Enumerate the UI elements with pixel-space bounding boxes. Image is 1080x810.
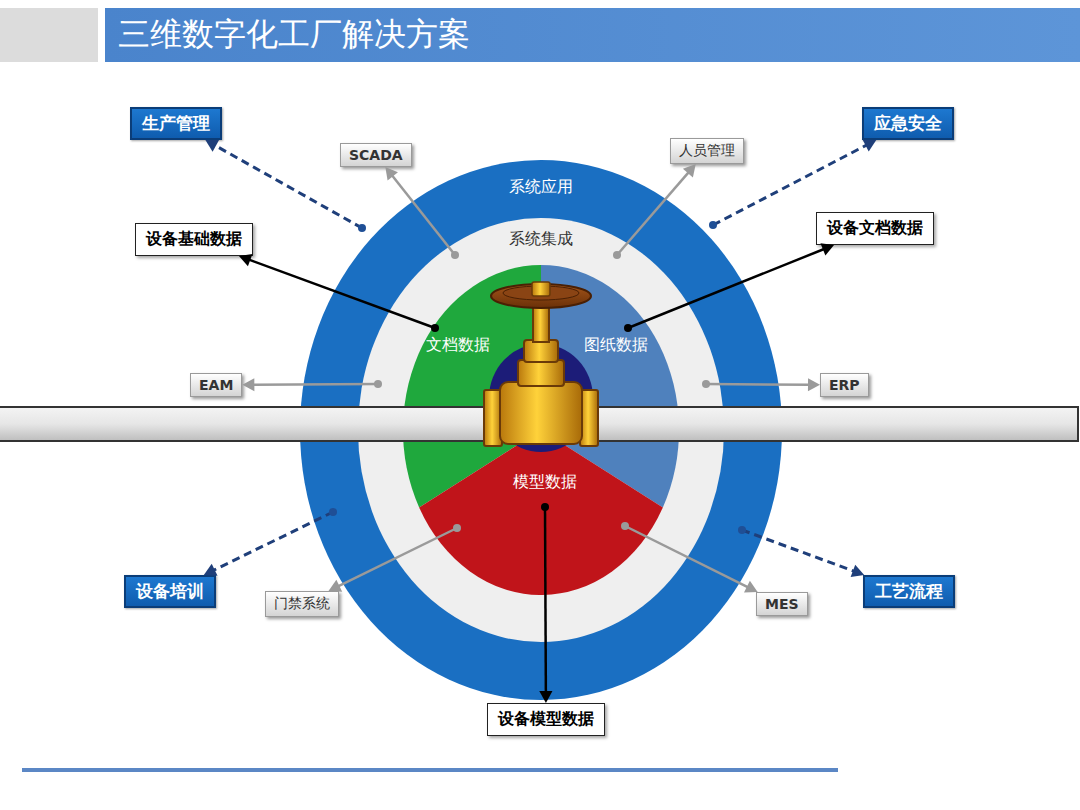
box-label: 设备模型数据 (498, 709, 594, 728)
arrow-head (539, 691, 552, 703)
ring-label: 系统集成 (509, 229, 573, 250)
connector-line (628, 249, 825, 328)
connector-line (706, 383, 810, 386)
ring-label: 系统应用 (509, 177, 573, 198)
connector-line (713, 145, 867, 225)
anchor-dot (541, 503, 549, 511)
connector (239, 254, 439, 332)
system-box: SCADA (340, 143, 412, 167)
ring-label: 图纸数据 (584, 335, 648, 356)
anchor-dot (374, 380, 382, 388)
ring-label: 模型数据 (513, 472, 577, 493)
connector-line (742, 530, 855, 572)
connector-line (337, 528, 457, 587)
box-label: 设备文档数据 (827, 218, 923, 237)
system-box: 人员管理 (670, 138, 744, 164)
sector-fill (419, 430, 663, 595)
connector (329, 524, 461, 592)
connector-line (617, 172, 689, 255)
data-callout: 设备基础数据 (135, 223, 253, 256)
application-box: 应急安全 (862, 107, 954, 140)
connector (242, 378, 382, 391)
connector-line (252, 383, 378, 386)
arrow-head (820, 243, 834, 255)
arrow-head (204, 564, 218, 576)
arrow-head (239, 254, 253, 266)
application-box: 工艺流程 (863, 575, 955, 608)
system-box: 门禁系统 (265, 591, 339, 617)
box-label: SCADA (349, 147, 403, 163)
connector (621, 522, 758, 593)
arrow-head (329, 580, 343, 592)
valve-nut (524, 340, 558, 362)
connector (539, 503, 552, 703)
system-box: MES (756, 592, 808, 616)
box-label: 人员管理 (679, 142, 735, 158)
connector (205, 140, 366, 232)
connector-line (213, 512, 333, 571)
anchor-dot (451, 251, 459, 259)
arrow-head (242, 378, 254, 391)
anchor-dot (738, 526, 746, 534)
arrow-head (683, 164, 696, 177)
anchor-dot (624, 324, 632, 332)
connector-line (544, 507, 547, 693)
box-label: 设备培训 (136, 581, 204, 601)
application-box: 设备培训 (124, 575, 216, 608)
connector-line (214, 145, 362, 228)
connector (624, 243, 834, 332)
arrow-head (385, 167, 398, 181)
anchor-dot (621, 522, 629, 530)
valve (484, 282, 598, 446)
anchor-dot (453, 524, 461, 532)
connector-line (625, 526, 749, 588)
anchor-dot (702, 380, 710, 388)
connector-line (248, 259, 435, 328)
anchor-dot (358, 224, 366, 232)
handwheel-nut (532, 282, 550, 296)
title-tab (0, 8, 98, 62)
box-label: EAM (199, 377, 233, 393)
connector (709, 140, 876, 229)
connector (613, 164, 696, 259)
connector (702, 378, 820, 391)
box-label: 工艺流程 (875, 581, 943, 601)
box-label: 门禁系统 (274, 595, 330, 611)
valve-body (500, 382, 582, 444)
anchor-dot (613, 251, 621, 259)
data-callout: 设备文档数据 (816, 212, 934, 245)
box-label: ERP (829, 377, 860, 393)
anchor-dot (329, 508, 337, 516)
box-label: 生产管理 (142, 113, 210, 133)
connector (385, 167, 459, 259)
connector (204, 508, 337, 576)
arrow-head (863, 140, 877, 152)
box-label: 应急安全 (874, 113, 942, 133)
anchor-dot (431, 324, 439, 332)
box-label: MES (765, 596, 799, 612)
connector-line (392, 175, 455, 255)
system-box: ERP (820, 373, 869, 397)
box-label: 设备基础数据 (146, 229, 242, 248)
arrow-head (808, 378, 820, 391)
ring-label: 文档数据 (426, 335, 490, 356)
application-box: 生产管理 (130, 107, 222, 140)
arrow-head (744, 581, 758, 593)
page-title: 三维数字化工厂解决方案 (118, 13, 470, 57)
valve-bonnet (518, 360, 564, 386)
connector (738, 526, 864, 577)
anchor-dot (709, 221, 717, 229)
footer-line (22, 768, 838, 772)
title-bar (105, 8, 1080, 62)
arrow-head (851, 565, 865, 577)
arrow-head (205, 140, 219, 152)
data-callout: 设备模型数据 (487, 703, 605, 736)
system-box: EAM (190, 373, 242, 397)
